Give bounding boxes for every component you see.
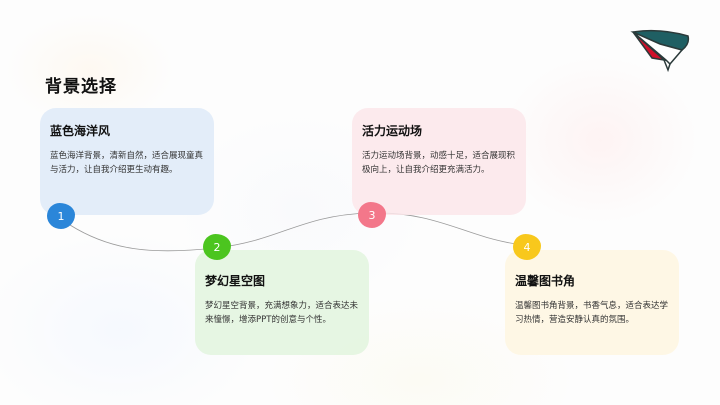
step-description: 活力运动场背景，动感十足，适合展现积极向上，让自我介绍更充满活力。 [362,151,516,175]
step-card-4[interactable]: 温馨图书角 温馨图书角背景，书香气息，适合表达学习热情，营造安静认真的氛围。 [505,250,679,355]
step-description: 温馨图书角背景，书香气息，适合表达学习热情，营造安静认真的氛围。 [515,301,669,325]
step-badge-3: 3 [358,202,386,228]
page-title: 背景选择 [45,77,117,97]
step-description: 梦幻星空背景，充满想象力，适合表达未来憧憬，增添PPT的创意与个性。 [205,301,359,325]
step-card-3[interactable]: 活力运动场 活力运动场背景，动感十足，适合展现积极向上，让自我介绍更充满活力。 [352,108,526,215]
step-badge-2: 2 [203,234,231,260]
step-title: 梦幻星空图 [205,274,266,288]
step-title: 活力运动场 [362,124,423,138]
step-title: 蓝色海洋风 [50,124,111,138]
step-card-2[interactable]: 梦幻星空图 梦幻星空背景，充满想象力，适合表达未来憧憬，增添PPT的创意与个性。 [195,250,369,355]
step-description: 蓝色海洋背景，清新自然，适合展现童真与活力，让自我介绍更生动有趣。 [50,151,204,175]
step-card-1[interactable]: 蓝色海洋风 蓝色海洋背景，清新自然，适合展现童真与活力，让自我介绍更生动有趣。 [40,108,214,215]
paper-plane-logo-icon [630,29,690,73]
step-badge-1: 1 [47,203,75,229]
step-badge-4: 4 [513,234,541,260]
step-title: 温馨图书角 [515,274,576,288]
